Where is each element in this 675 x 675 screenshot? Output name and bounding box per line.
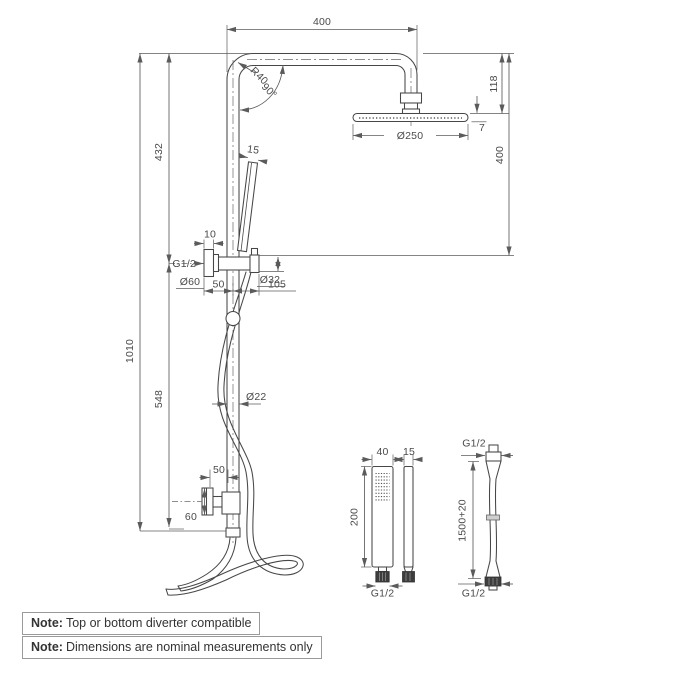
dim-holder-diameter: Ø32	[257, 257, 285, 287]
dim-holder-reach: 105	[233, 274, 296, 296]
dim-flange-diameter-label: Ø60	[180, 276, 200, 288]
handset-neck	[377, 566, 388, 573]
shower-hose	[165, 271, 304, 596]
note-text: Dimensions are nominal measurements only	[65, 640, 313, 654]
note-text: Top or bottom diverter compatible	[65, 616, 252, 630]
dim-total-height-label: 1010	[124, 339, 136, 363]
dim-hose-length: 1500+20	[457, 461, 481, 579]
dim-handset-depth: 15	[394, 446, 423, 466]
dim-head-diameter: Ø250	[352, 124, 469, 142]
dim-head-diameter-label: Ø250	[397, 130, 424, 142]
note-label: Note:	[31, 616, 63, 630]
dim-bracket-depth-label: 10	[204, 229, 216, 241]
valve-flange	[201, 487, 214, 516]
holder-knob	[250, 247, 259, 256]
hose-mid-collar	[486, 514, 500, 521]
handset-side-nut	[402, 571, 415, 583]
mounting-bracket	[203, 247, 260, 278]
dim-handset-depth-label: 15	[403, 446, 415, 458]
dim-holder-reach-label: 105	[268, 279, 286, 291]
dim-flange-diameter: Ø60	[176, 276, 204, 289]
dim-head-thickness: 7	[471, 96, 487, 134]
handset-front-view: 40 200 G1/2	[349, 446, 404, 600]
hose-bottom-stem	[488, 585, 498, 591]
dim-head-thickness-label: 7	[479, 122, 485, 134]
dim-bracket-depth: 10	[194, 229, 224, 249]
hose-detail-view: G1/2 1500+20 G1/2	[457, 438, 513, 600]
bracket-arm	[217, 256, 251, 271]
dim-valve-offset-label: 50	[213, 464, 225, 476]
dim-handset-tip: 15	[238, 143, 268, 165]
dim-lower-rail: 548	[153, 263, 184, 530]
dim-pipe-diameter-label: Ø22	[246, 391, 266, 403]
note-label: Note:	[31, 640, 63, 654]
dim-holder-diameter-label: Ø32	[260, 274, 280, 286]
dim-inlet-thread-label: G1/2	[172, 258, 196, 270]
dim-head-drop: 118	[423, 53, 514, 114]
pipe-outer-edge	[226, 52, 418, 94]
dim-handset-thread: G1/2	[362, 583, 403, 600]
dim-bracket-offset-label: 50	[212, 279, 224, 291]
dim-upper-rail: 432	[153, 53, 172, 264]
dim-hose-bottom-thread-label: G1/2	[462, 588, 486, 600]
dim-total-height: 1010	[124, 53, 250, 532]
hose-top-thread	[488, 444, 499, 453]
note-diverter: Note:Top or bottom diverter compatible	[22, 612, 261, 635]
dim-valve-height: 60	[185, 488, 208, 523]
handset-body	[371, 465, 394, 568]
slider-ring	[225, 310, 241, 327]
dim-top-width-label: 400	[313, 16, 331, 28]
dim-handset-height: 200	[349, 466, 372, 568]
handset-holder	[249, 254, 260, 274]
dim-handset-height-label: 200	[349, 508, 361, 526]
dim-handset-tip-label: 15	[246, 143, 260, 157]
handset-side-body	[403, 465, 414, 568]
dim-valve-height-label: 60	[185, 511, 197, 523]
hose-top-nut	[485, 451, 502, 462]
diverter-valve	[172, 487, 241, 516]
dim-lower-rail-label: 548	[153, 390, 165, 408]
note-dimensions: Note:Dimensions are nominal measurements…	[22, 636, 322, 659]
dim-valve-offset: 50	[199, 464, 239, 487]
handset-in-cradle	[236, 161, 259, 253]
shower-head	[352, 112, 469, 123]
valve-body	[221, 491, 241, 515]
wall-flange	[203, 248, 215, 278]
dim-handset-thread-label: G1/2	[371, 588, 395, 600]
valve-stem	[212, 495, 223, 508]
dim-hose-bottom-thread: G1/2	[458, 581, 513, 600]
dim-hose-top-thread-label: G1/2	[462, 438, 486, 450]
bottom-outlet-collar	[225, 527, 241, 538]
dim-upper-rail-label: 432	[153, 143, 165, 161]
dim-head-drop-label: 118	[488, 75, 500, 92]
dim-arm-drop: 400	[259, 53, 514, 256]
dim-handset-width: 40	[361, 446, 404, 466]
dim-bracket-offset: 50	[203, 277, 234, 296]
dim-inlet-thread: G1/2	[169, 258, 204, 270]
shower-arm-connector	[399, 92, 423, 115]
dim-top-width: 400	[226, 16, 418, 72]
handset-spray-face	[375, 472, 390, 501]
dim-handset-width-label: 40	[376, 446, 388, 458]
handset-side-view: 15	[394, 446, 423, 583]
dim-pipe-diameter: Ø22	[212, 391, 266, 407]
dim-hose-top-thread: G1/2	[461, 438, 513, 459]
hose-end-cap	[165, 588, 169, 596]
dim-hose-length-label: 1500+20	[457, 499, 469, 542]
dim-arm-drop-label: 400	[494, 146, 506, 164]
hose-end-cap	[177, 585, 182, 592]
